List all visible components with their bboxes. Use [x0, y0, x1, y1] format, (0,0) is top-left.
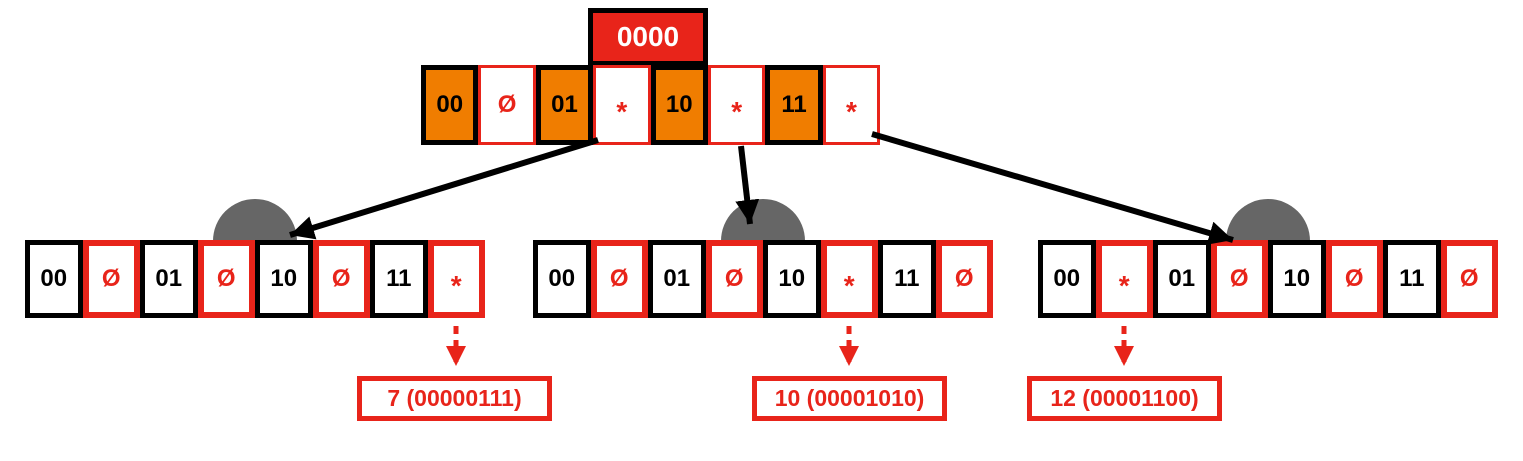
edge-arrow-left: [289, 137, 599, 240]
leaf-value-box-left: 7 (00000111): [357, 376, 552, 421]
slot-key-01: 01: [140, 240, 198, 318]
connector-arc-right: [1226, 199, 1310, 241]
root-slot-empty: Ø: [478, 65, 536, 145]
edge-arrow-middle: [735, 145, 760, 225]
root-node-header: 0000: [588, 8, 708, 66]
slot-key-00: 00: [1038, 240, 1096, 318]
slot-key-11: 11: [370, 240, 428, 318]
slot-empty: Ø: [705, 240, 763, 318]
slot-pointer: *: [1095, 240, 1153, 318]
root-node-slots: 00 Ø 01 * 10 * 11 *: [421, 65, 881, 145]
slot-empty: Ø: [935, 240, 993, 318]
leaf-value-box-right: 12 (00001100): [1027, 376, 1222, 421]
root-slot-key-01: 01: [535, 65, 594, 145]
root-slot-pointer: *: [822, 65, 881, 145]
slot-empty: Ø: [82, 240, 140, 318]
root-slot-pointer: *: [593, 65, 651, 145]
slot-key-10: 10: [763, 240, 821, 318]
slot-key-11: 11: [1383, 240, 1441, 318]
slot-empty: Ø: [1210, 240, 1268, 318]
leaf-value-box-middle: 10 (00001010): [752, 376, 947, 421]
root-slot-key-10: 10: [650, 65, 708, 145]
root-slot-key-11: 11: [765, 65, 823, 145]
slot-key-11: 11: [878, 240, 936, 318]
slot-key-00: 00: [533, 240, 591, 318]
slot-key-00: 00: [25, 240, 83, 318]
slot-pointer: *: [820, 240, 878, 318]
connector-arc-left: [213, 199, 297, 241]
slot-key-01: 01: [1153, 240, 1211, 318]
child-node-left: 00 Ø 01 Ø 10 Ø 11 *: [25, 240, 485, 318]
slot-pointer: *: [427, 240, 485, 318]
root-slot-key-00: 00: [421, 65, 479, 145]
child-node-right: 00 * 01 Ø 10 Ø 11 Ø: [1038, 240, 1498, 318]
root-slot-pointer: *: [707, 65, 766, 145]
slot-key-10: 10: [1268, 240, 1326, 318]
slot-empty: Ø: [1325, 240, 1383, 318]
child-node-middle: 00 Ø 01 Ø 10 * 11 Ø: [533, 240, 993, 318]
connector-arc-middle: [721, 199, 805, 241]
slot-key-10: 10: [255, 240, 313, 318]
slot-empty: Ø: [197, 240, 255, 318]
slot-key-01: 01: [648, 240, 706, 318]
edge-arrow-right: [871, 131, 1234, 245]
slot-empty: Ø: [590, 240, 648, 318]
slot-empty: Ø: [312, 240, 370, 318]
slot-empty: Ø: [1440, 240, 1498, 318]
